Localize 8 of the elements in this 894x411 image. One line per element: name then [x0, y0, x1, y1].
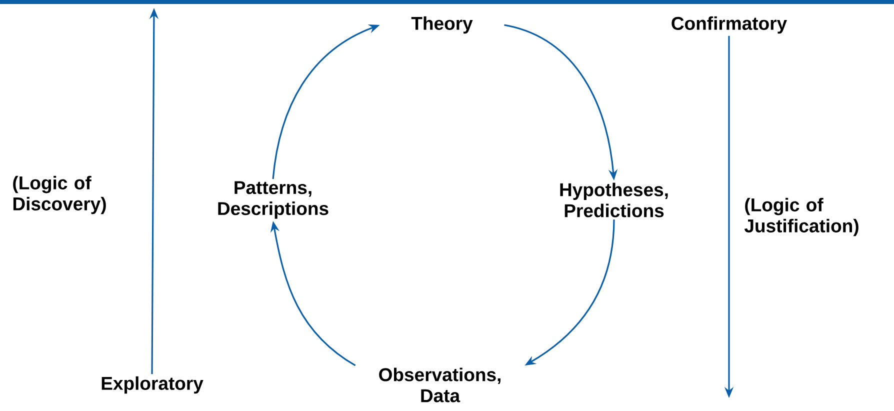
node-label: Patterns, Descriptions — [218, 181, 328, 219]
node-label: Exploratory — [102, 376, 204, 394]
side-label: (Logic of Discovery) — [13, 176, 106, 214]
node-label: Theory — [411, 16, 473, 34]
node-label: Confirmatory — [672, 16, 787, 34]
node-label: Observations, Data — [379, 368, 500, 402]
node-label: Hypotheses, Predictions — [560, 182, 668, 218]
side-label: (Logic of Justification) — [744, 198, 858, 236]
